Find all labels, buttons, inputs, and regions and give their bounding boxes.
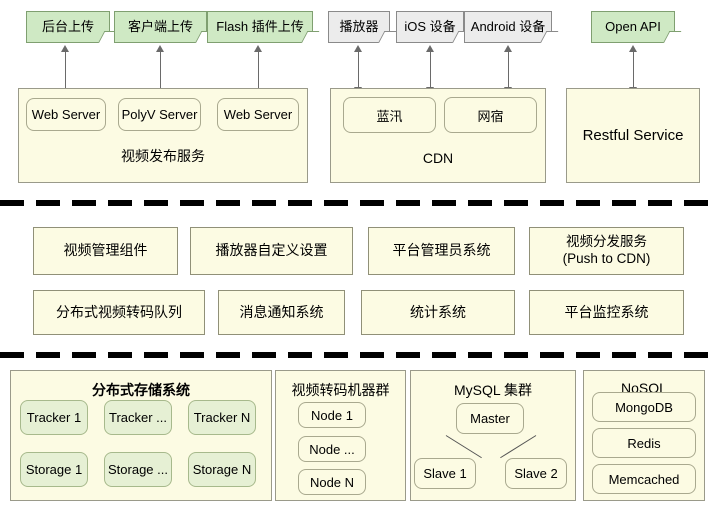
node-tracker-1[interactable]: Tracker 1 xyxy=(20,400,88,435)
client-note-label: Flash 插件上传 xyxy=(216,18,304,34)
client-note-backend-upload[interactable]: 后台上传 xyxy=(26,11,117,43)
connector-line xyxy=(508,51,509,88)
node-redis[interactable]: Redis xyxy=(592,428,696,458)
client-note-flash-plugin-upload[interactable]: Flash 插件上传 xyxy=(207,11,320,43)
node-label: Storage ... xyxy=(108,462,168,477)
separator-dashed-top xyxy=(0,200,715,206)
arrow-head-up-icon xyxy=(61,45,69,52)
arrow-head-up-icon xyxy=(629,45,637,52)
node-lanxun[interactable]: 蓝汛 xyxy=(343,97,436,133)
node-label: PolyV Server xyxy=(121,107,198,122)
service-label: 统计系统 xyxy=(410,303,466,320)
node-label: Tracker ... xyxy=(108,410,168,425)
node-label: Master xyxy=(470,411,510,426)
service-message-notification-system[interactable]: 消息通知系统 xyxy=(218,290,345,335)
group-restful-service: Restful Service xyxy=(566,88,700,183)
connector-line xyxy=(160,51,161,96)
service-distributed-transcode-queue[interactable]: 分布式视频转码队列 xyxy=(33,290,205,335)
service-platform-admin-system[interactable]: 平台管理员系统 xyxy=(368,227,515,275)
node-label: Tracker 1 xyxy=(26,410,82,425)
connector-line xyxy=(258,51,259,96)
node-label: Slave 1 xyxy=(423,466,467,481)
client-note-label: 客户端上传 xyxy=(127,18,193,34)
node-tracker-mid[interactable]: Tracker ... xyxy=(104,400,172,435)
connector-line xyxy=(65,51,66,96)
client-note-ios-device[interactable]: iOS 设备 xyxy=(396,11,471,43)
service-label: 播放器自定义设置 xyxy=(215,242,328,259)
client-note-label: Open API xyxy=(605,18,661,34)
node-label: Storage 1 xyxy=(25,462,83,477)
service-label: 视频管理组件 xyxy=(63,242,148,259)
node-label: Node 1 xyxy=(311,407,353,423)
arrow-head-up-icon xyxy=(254,45,262,52)
node-storage-n[interactable]: Storage N xyxy=(188,452,256,487)
client-note-open-api[interactable]: Open API xyxy=(591,11,682,43)
separator-dashed-bottom xyxy=(0,352,715,358)
client-note-client-upload[interactable]: 客户端上传 xyxy=(114,11,214,43)
service-label: 消息通知系统 xyxy=(239,303,324,320)
group-title: 视频发布服务 xyxy=(121,148,205,164)
node-label: Node ... xyxy=(309,441,355,457)
client-note-label: 后台上传 xyxy=(41,18,94,34)
service-label: 视频分发服务 (Push to CDN) xyxy=(562,234,651,266)
node-label: Slave 2 xyxy=(514,466,558,481)
node-wangsu[interactable]: 网宿 xyxy=(444,97,537,133)
group-title: MySQL 集群 xyxy=(453,382,533,398)
service-label: 平台监控系统 xyxy=(564,303,649,320)
arrow-head-up-icon xyxy=(426,45,434,52)
client-note-label: 播放器 xyxy=(339,18,379,34)
service-label: 分布式视频转码队列 xyxy=(56,303,182,320)
node-storage-mid[interactable]: Storage ... xyxy=(104,452,172,487)
connector-line xyxy=(358,51,359,88)
arrow-head-up-icon xyxy=(504,45,512,52)
folded-corner-icon xyxy=(378,31,397,43)
group-title: 视频转码机器群 xyxy=(291,382,390,398)
node-transcode-1[interactable]: Node 1 xyxy=(298,402,366,428)
group-title: CDN xyxy=(422,150,454,166)
connector-line xyxy=(633,51,634,88)
service-platform-monitoring-system[interactable]: 平台监控系统 xyxy=(529,290,684,335)
node-web-server-1[interactable]: Web Server xyxy=(26,98,106,131)
node-transcode-n[interactable]: Node N xyxy=(298,469,366,495)
node-mysql-slave-1[interactable]: Slave 1 xyxy=(414,458,476,489)
node-label: Web Server xyxy=(31,107,101,122)
folded-corner-icon xyxy=(301,31,320,43)
arrow-head-up-icon xyxy=(354,45,362,52)
node-mongodb[interactable]: MongoDB xyxy=(592,392,696,422)
service-label: 平台管理员系统 xyxy=(392,242,491,259)
node-web-server-2[interactable]: Web Server xyxy=(217,98,299,131)
client-note-player[interactable]: 播放器 xyxy=(328,11,397,43)
node-storage-1[interactable]: Storage 1 xyxy=(20,452,88,487)
arrow-head-up-icon xyxy=(156,45,164,52)
group-title: 分布式存储系统 xyxy=(92,382,190,398)
group-label: Restful Service xyxy=(582,127,684,144)
node-memcached[interactable]: Memcached xyxy=(592,464,696,494)
node-label: Web Server xyxy=(223,107,293,122)
node-label: MongoDB xyxy=(615,399,673,415)
client-note-android-device[interactable]: Android 设备 xyxy=(464,11,559,43)
service-video-management-component[interactable]: 视频管理组件 xyxy=(33,227,178,275)
node-tracker-n[interactable]: Tracker N xyxy=(188,400,256,435)
service-statistics-system[interactable]: 统计系统 xyxy=(361,290,515,335)
node-label: Memcached xyxy=(608,471,680,487)
node-label: Storage N xyxy=(192,462,252,477)
node-label: Redis xyxy=(627,435,661,451)
node-label: Node N xyxy=(309,474,355,490)
client-note-label: Android 设备 xyxy=(470,18,546,34)
connector-line xyxy=(430,51,431,88)
node-label: 网宿 xyxy=(477,108,504,124)
client-note-label: iOS 设备 xyxy=(404,18,456,34)
service-video-distribution-push-to-cdn[interactable]: 视频分发服务 (Push to CDN) xyxy=(529,227,684,275)
node-polyv-server[interactable]: PolyV Server xyxy=(118,98,201,131)
folded-corner-icon xyxy=(663,31,682,43)
node-label: 蓝汛 xyxy=(376,108,403,124)
node-mysql-slave-2[interactable]: Slave 2 xyxy=(505,458,567,489)
service-player-custom-settings[interactable]: 播放器自定义设置 xyxy=(190,227,353,275)
node-label: Tracker N xyxy=(193,410,251,425)
node-mysql-master[interactable]: Master xyxy=(456,403,524,434)
node-transcode-mid[interactable]: Node ... xyxy=(298,436,366,462)
